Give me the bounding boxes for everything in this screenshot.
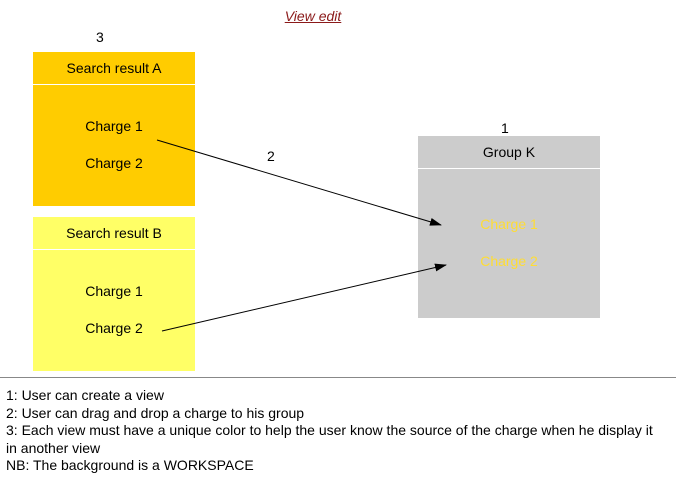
search-result-b-title: Search result B <box>66 225 162 241</box>
view-edit-link[interactable]: View edit <box>284 8 342 24</box>
view-number-label: 3 <box>96 29 104 45</box>
group-k-panel[interactable]: Group K Charge 1 Charge 2 <box>418 136 600 318</box>
notes-section: 1: User can create a view 2: User can dr… <box>6 387 666 475</box>
search-result-a-view[interactable]: Search result A Charge 1 Charge 2 <box>33 52 195 206</box>
group-k-title: Group K <box>482 144 536 160</box>
view-a-charge-1[interactable]: Charge 1 <box>85 118 143 134</box>
view-a-charge-2[interactable]: Charge 2 <box>85 155 143 171</box>
panel-divider <box>33 249 195 250</box>
view-b-charge-1[interactable]: Charge 1 <box>85 283 143 299</box>
panel-divider <box>418 168 600 169</box>
drag-number-label: 2 <box>267 148 275 164</box>
view-b-charge-2[interactable]: Charge 2 <box>85 320 143 336</box>
drag-arrow-a-to-group <box>156 139 442 226</box>
search-result-b-view[interactable]: Search result B Charge 1 Charge 2 <box>33 217 195 371</box>
group-number-label: 1 <box>501 120 509 136</box>
note-2: 2: User can drag and drop a charge to hi… <box>6 404 305 421</box>
separator-line <box>0 377 676 378</box>
search-result-a-title: Search result A <box>66 60 162 76</box>
note-1: 1: User can create a view <box>6 387 164 403</box>
group-charge-1[interactable]: Charge 1 <box>480 216 538 232</box>
drag-arrow-b-to-group <box>161 263 447 332</box>
group-charge-2[interactable]: Charge 2 <box>480 253 538 269</box>
note-nb: NB: The background is a WORKSPACE <box>6 457 254 473</box>
note-3: 3: Each view must have a unique color to… <box>6 422 653 456</box>
panel-divider <box>33 84 195 85</box>
